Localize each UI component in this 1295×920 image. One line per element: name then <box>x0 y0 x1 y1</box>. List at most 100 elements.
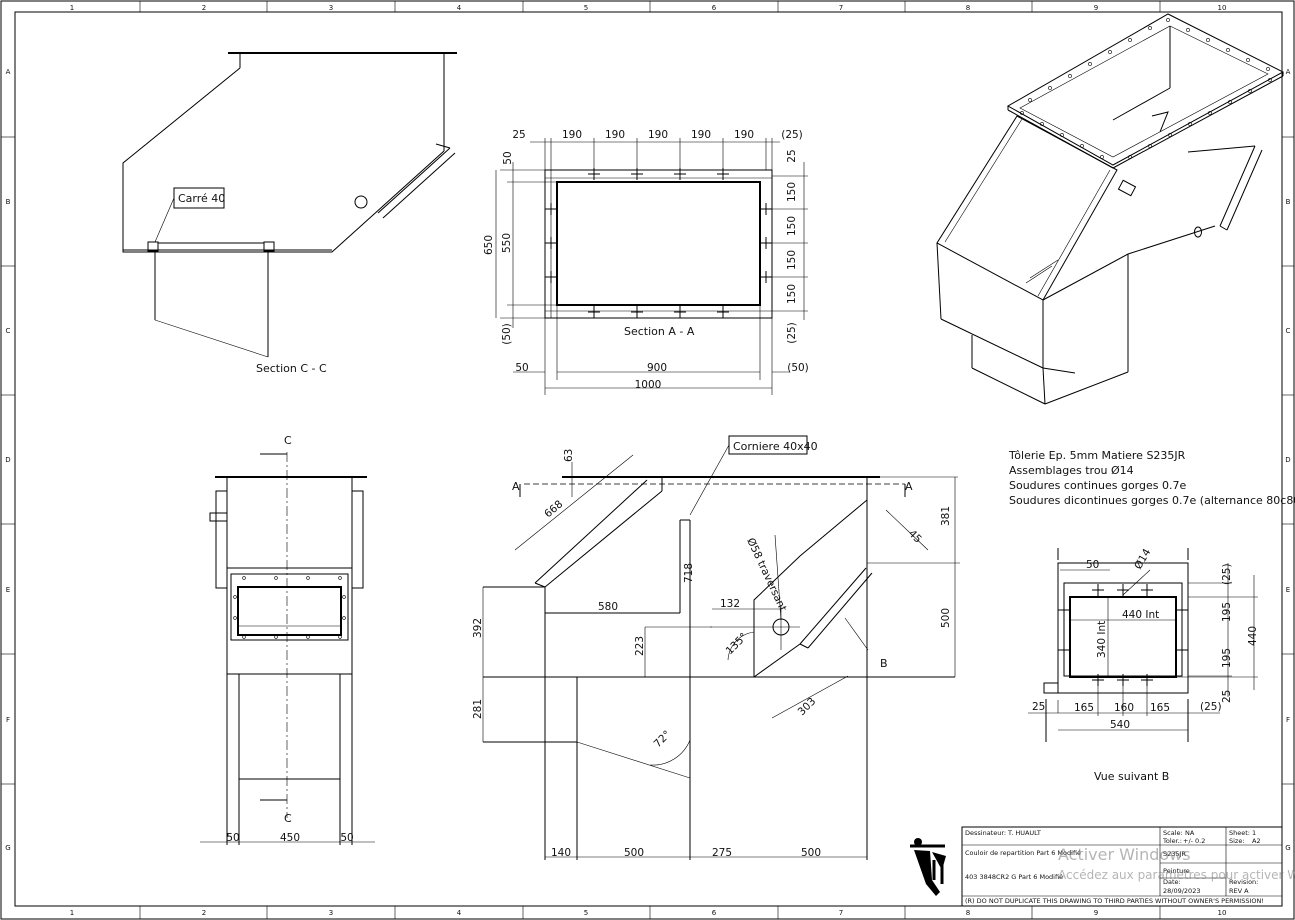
section-aa-dim: 650 <box>483 235 495 255</box>
zone-col-3-bottom: 3 <box>329 909 333 917</box>
section-aa-dim: (25) <box>781 129 803 141</box>
zone-row-F: F <box>6 716 10 724</box>
tb-material: S235JR <box>1163 850 1186 858</box>
main-view-dim: 140 <box>551 847 571 859</box>
zone-row-D-right: D <box>1285 456 1290 464</box>
main-view-dim: Ø58 traversant <box>744 536 788 613</box>
title-block: Dessinateur: T. HUAULT Couloir de repart… <box>961 826 1283 907</box>
zone-col-6-bottom: 6 <box>712 909 717 917</box>
note-line: Soudures continues gorges 0.7e <box>1009 479 1186 492</box>
note-line: Tôlerie Ep. 5mm Matiere S235JR <box>1008 449 1186 462</box>
tb-sheet: 1 <box>1252 829 1256 837</box>
isometric-flange-holes <box>1020 18 1272 159</box>
section-aa-dim: 190 <box>648 129 668 141</box>
general-notes: Tôlerie Ep. 5mm Matiere S235JR Assemblag… <box>1008 449 1295 507</box>
view-b-dim: 160 <box>1114 702 1134 714</box>
section-aa-dim: 50 <box>515 362 528 374</box>
tb-size-label: Size: <box>1229 837 1245 845</box>
view-b-dim: 50 <box>1086 559 1099 571</box>
zone-col-9: 9 <box>1094 4 1098 12</box>
tb-finish: Peinture <box>1163 867 1190 875</box>
tb-date-label: Date: <box>1163 878 1181 886</box>
main-view-callout: Corniere 40x40 <box>733 440 818 453</box>
section-aa-view: 25 190 190 190 190 190 (25) 50 900 (50) … <box>483 129 809 395</box>
tb-size: A2 <box>1252 837 1261 845</box>
zone-row-C: C <box>6 327 11 335</box>
tb-toler-label: Toler.: <box>1162 837 1182 845</box>
tb-part-number: 403 3848CR2 G Part 6 Modifié <box>965 873 1063 881</box>
tb-notice: (R) DO NOT DUPLICATE THIS DRAWING TO THI… <box>965 897 1264 905</box>
zone-col-10-bottom: 10 <box>1218 909 1227 917</box>
section-aa-dim: (50) <box>787 362 809 374</box>
tb-sheet-label: Sheet: <box>1229 829 1250 837</box>
tb-date: 28/09/2023 <box>1163 887 1200 895</box>
main-elevation-view: A A <box>472 435 960 860</box>
zone-col-1: 1 <box>70 4 74 12</box>
zone-col-6: 6 <box>712 4 717 12</box>
isometric-hole <box>1194 226 1202 238</box>
view-b-dim: 340 Int <box>1096 621 1108 658</box>
zone-row-C-right: C <box>1286 327 1291 335</box>
zone-col-8-bottom: 8 <box>966 909 970 917</box>
tb-scale-label: Scale: <box>1163 829 1183 837</box>
view-b-dim: 540 <box>1110 719 1130 731</box>
cut-c-label-top: C <box>284 434 292 447</box>
view-b-dim: Ø14 <box>1132 546 1153 571</box>
zone-row-F-right: F <box>1286 716 1290 724</box>
isometric-view <box>936 13 1285 405</box>
section-aa-dim: 190 <box>691 129 711 141</box>
zone-col-8: 8 <box>966 4 970 12</box>
main-view-dim: 500 <box>801 847 821 859</box>
main-view-dim: 135° <box>724 631 750 657</box>
zone-row-B: B <box>6 198 11 206</box>
cut-a-label-left: A <box>512 480 520 493</box>
zone-col-10: 10 <box>1218 4 1227 12</box>
tb-drawer-label: Dessinateur: <box>965 829 1006 837</box>
cut-c-label-bottom: C <box>284 812 292 825</box>
section-aa-dim: 25 <box>512 129 525 141</box>
zone-row-B-right: B <box>1286 198 1291 206</box>
view-b: 50 Ø14 440 Int 340 Int (25) 195 195 440 … <box>1028 546 1259 783</box>
tb-toler: +/- 0.2 <box>1183 837 1205 845</box>
section-cc-hole <box>354 195 368 209</box>
section-aa-dim: 900 <box>647 362 667 374</box>
section-aa-dim: 190 <box>562 129 582 141</box>
view-b-dim: 195 <box>1221 648 1233 668</box>
main-view-dim: 500 <box>940 608 952 628</box>
section-aa-dim: 150 <box>786 250 798 270</box>
zone-col-4: 4 <box>457 4 462 12</box>
zone-row-G-right: G <box>1285 844 1290 852</box>
view-b-dim: 195 <box>1221 602 1233 622</box>
zone-row-G: G <box>5 844 10 852</box>
section-aa-dim: 150 <box>786 182 798 202</box>
main-view-dim: 275 <box>712 847 732 859</box>
view-b-dim: 25 <box>1032 701 1045 713</box>
tb-revision-label: Revision: <box>1229 878 1258 886</box>
main-view-dim: 72° <box>652 728 674 750</box>
section-cc-callout: Carré 40 <box>178 192 225 205</box>
main-view-dim: 392 <box>472 618 484 638</box>
section-aa-dim: 190 <box>734 129 754 141</box>
zone-col-5: 5 <box>584 4 588 12</box>
company-logo <box>910 838 946 896</box>
section-aa-dim: 190 <box>605 129 625 141</box>
section-cc-view: Carré 40 Section C - C <box>122 52 457 375</box>
main-view-dim: 381 <box>940 506 952 526</box>
section-aa-dim: (25) <box>786 322 798 344</box>
view-b-dim: (25) <box>1221 563 1233 585</box>
zone-col-3: 3 <box>329 4 333 12</box>
note-line: Assemblages trou Ø14 <box>1009 464 1134 477</box>
section-aa-dim: 1000 <box>635 379 662 391</box>
section-aa-dim: 550 <box>501 233 513 253</box>
zone-row-E: E <box>6 586 10 594</box>
view-b-title: Vue suivant B <box>1094 770 1169 783</box>
front-view-dim: 450 <box>280 832 300 844</box>
main-view-dim: 45 <box>906 528 924 546</box>
main-view-dim: 668 <box>542 498 565 520</box>
main-view-dim: 580 <box>598 601 618 613</box>
front-view-dim: 50 <box>340 832 353 844</box>
zone-col-2-bottom: 2 <box>202 909 206 917</box>
main-view-dim: 223 <box>634 636 646 656</box>
main-view-dim: 132 <box>720 598 740 610</box>
